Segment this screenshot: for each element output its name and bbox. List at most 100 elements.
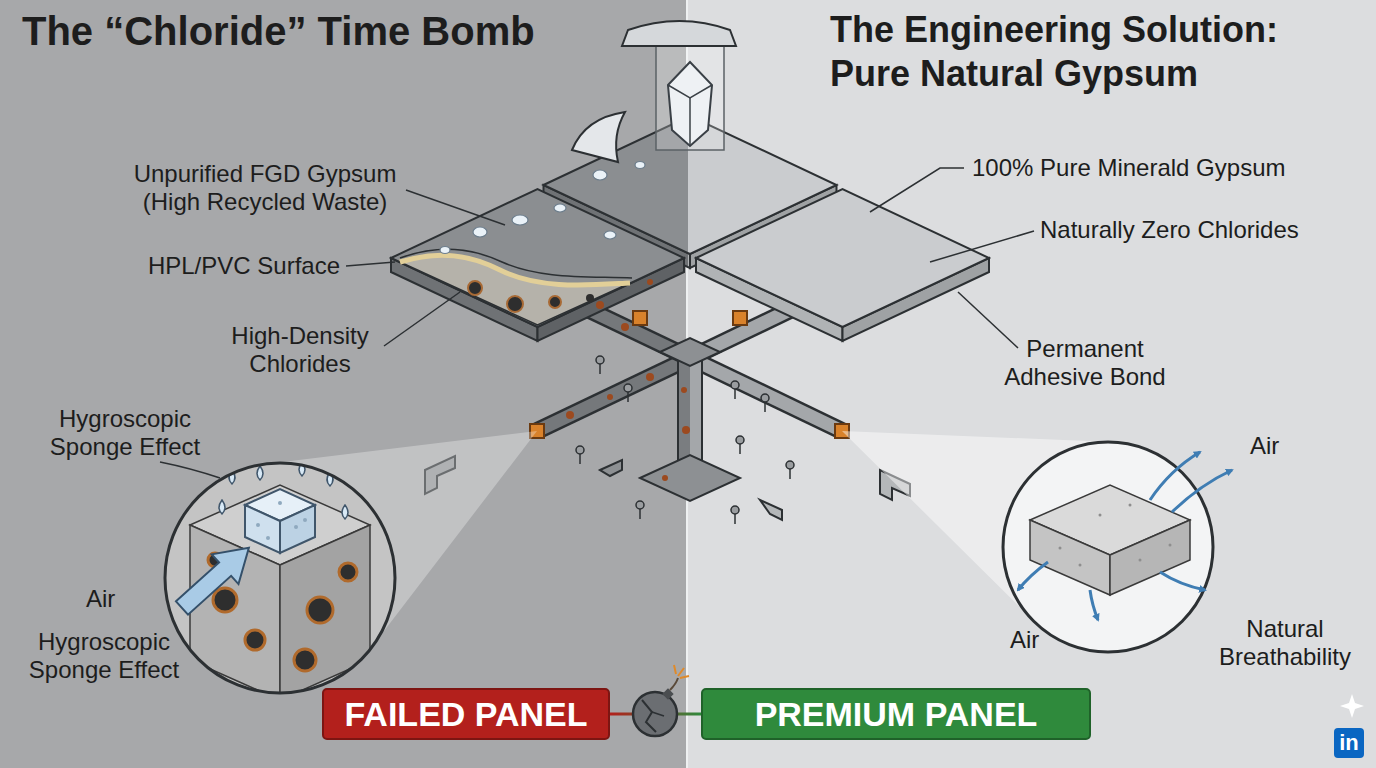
- gypsum-crystal: [656, 34, 724, 150]
- screw: [731, 381, 739, 389]
- pedestal: [640, 338, 740, 501]
- magnifier-failed: [245, 505, 280, 553]
- magnifier-failed: [303, 518, 307, 522]
- magnifier-premium: [1059, 504, 1172, 567]
- magnifier-failed: [307, 597, 333, 623]
- screw: [627, 392, 629, 402]
- callout-label: High-Density Chlorides: [200, 322, 400, 378]
- callout-label: 100% Pure Minerald Gypsum: [972, 154, 1352, 182]
- magnifier-failed: [219, 500, 225, 514]
- stringer: [690, 358, 842, 431]
- screw: [739, 444, 741, 454]
- screw: [736, 436, 744, 444]
- magnifier-premium: [1003, 442, 1213, 652]
- failed-tile: [468, 281, 482, 295]
- failed-tile: [391, 189, 684, 327]
- status-box: PREMIUM PANEL: [701, 688, 1091, 740]
- bomb-icon: [662, 688, 673, 699]
- magnifier-premium: [1030, 520, 1110, 595]
- bomb-icon: [633, 692, 677, 736]
- pedestal: [662, 475, 668, 481]
- magnifier-premium: [1139, 559, 1142, 562]
- callout-label: HPL/PVC Surface: [86, 252, 340, 280]
- screw: [734, 514, 736, 524]
- magnifier-failed: [245, 630, 265, 650]
- gypsum-crystal: [668, 85, 712, 98]
- magnifier-failed: [294, 649, 316, 671]
- gypsum-crystal: [622, 21, 736, 46]
- screw: [761, 394, 769, 402]
- pedestal: [679, 351, 690, 467]
- air-label: Air: [1010, 626, 1060, 654]
- magnifier-failed: [165, 462, 395, 700]
- magnifier-premium: [1169, 544, 1172, 547]
- leader-line: [346, 262, 395, 266]
- air-arrow: [1090, 590, 1098, 620]
- screw: [639, 509, 641, 519]
- stringer: [690, 358, 842, 431]
- magnifier-failed: [256, 501, 307, 540]
- magnifier-premium: [1099, 514, 1102, 517]
- status-box: FAILED PANEL: [322, 688, 610, 740]
- magnifier-premium: [1059, 547, 1062, 550]
- magnifier-failed: [280, 505, 315, 553]
- callout-label: Permanent Adhesive Bond: [990, 335, 1180, 391]
- loose-bracket: [600, 460, 622, 476]
- pedestal-clip: [733, 311, 747, 325]
- stringer: [566, 411, 574, 419]
- panel-heading: The “Chloride” Time Bomb: [22, 6, 662, 56]
- pedestal: [681, 387, 687, 393]
- bomb-icon: [674, 665, 676, 674]
- screw: [636, 501, 644, 509]
- right-background: [688, 0, 1376, 768]
- magnifier-failed: [278, 501, 282, 505]
- gypsum-crystal: [668, 62, 712, 146]
- screw: [576, 356, 794, 524]
- magnifier-failed: [342, 505, 348, 519]
- bomb-icon: [674, 665, 689, 678]
- stringer: [537, 358, 690, 431]
- water-drop: [512, 215, 528, 225]
- pedestal: [682, 426, 690, 434]
- pedestal-clip: [530, 311, 849, 438]
- water-drop: [593, 170, 607, 180]
- air-arrow: [169, 533, 263, 623]
- gypsum-crystal: [689, 98, 691, 146]
- failed-tile: [596, 301, 604, 309]
- screw: [579, 454, 581, 464]
- leader-line: [930, 231, 1034, 262]
- bomb-icon: [652, 712, 664, 716]
- leader-line: [870, 168, 964, 212]
- magnifier-premium: [1030, 485, 1190, 595]
- left-background: [0, 0, 688, 768]
- callout-label: Hygroscopic Sponge Effect: [30, 405, 220, 461]
- water-drop: [635, 162, 645, 169]
- gypsum-crystal: [622, 21, 736, 150]
- stringer: [537, 358, 690, 431]
- air-arrow: [1018, 562, 1048, 590]
- magnifier-premium: [1129, 504, 1132, 507]
- screw: [789, 469, 791, 479]
- box-label: FAILED PANEL: [344, 694, 587, 734]
- screw: [576, 446, 584, 454]
- callout-label: Hygroscopic Sponge Effect: [14, 628, 194, 684]
- air-arrow: [1172, 470, 1232, 512]
- callout-label: Unpurified FGD Gypsum (High Recycled Was…: [110, 160, 420, 216]
- air-arrow: [1018, 452, 1232, 620]
- screw: [731, 506, 739, 514]
- screw: [786, 461, 794, 469]
- logo-mark: in: [1334, 728, 1364, 758]
- stringer: [621, 323, 629, 331]
- pedestal: [660, 338, 720, 366]
- water-drop: [473, 227, 487, 237]
- peeled-sheet: [572, 112, 625, 162]
- air-label: Air: [1250, 432, 1310, 460]
- bomb-icon: [678, 668, 684, 676]
- water-drop: [440, 247, 450, 254]
- failed-tile: [507, 296, 523, 312]
- magnifier-premium: [1003, 442, 1213, 652]
